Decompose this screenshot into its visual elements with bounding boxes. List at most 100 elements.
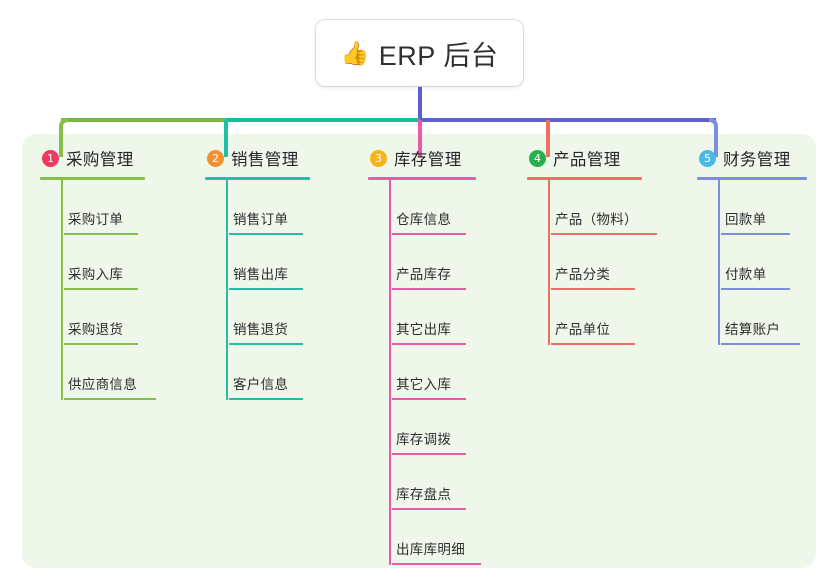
- list-item-label: 销售退货: [233, 322, 289, 337]
- column-items-5: 回款单付款单结算账户: [697, 180, 807, 345]
- list-item-label: 供应商信息: [68, 377, 137, 392]
- list-item[interactable]: 采购入库: [40, 235, 145, 290]
- list-item-label: 库存盘点: [396, 487, 452, 502]
- list-item-underline: [392, 288, 466, 290]
- list-item[interactable]: 产品分类: [527, 235, 642, 290]
- list-item-label: 采购入库: [68, 267, 124, 282]
- list-item-underline: [392, 343, 466, 345]
- list-item-underline: [392, 233, 466, 235]
- list-item-underline: [229, 398, 303, 400]
- list-item[interactable]: 产品库存: [368, 235, 476, 290]
- column-title-3: 库存管理: [394, 151, 462, 169]
- list-item-underline: [64, 398, 156, 400]
- list-item[interactable]: 产品（物料）: [527, 180, 657, 235]
- column-underline-2: [205, 177, 310, 180]
- list-item[interactable]: 库存盘点: [368, 455, 476, 510]
- list-item-underline: [229, 288, 303, 290]
- list-item-underline: [721, 288, 790, 290]
- list-item[interactable]: 销售出库: [205, 235, 310, 290]
- list-item-label: 结算账户: [725, 322, 781, 337]
- list-item-underline: [392, 398, 466, 400]
- column-stem-4: [548, 180, 550, 345]
- list-item[interactable]: 采购退货: [40, 290, 145, 345]
- list-item-underline: [551, 343, 635, 345]
- column-stem-2: [226, 180, 228, 400]
- list-item[interactable]: 销售退货: [205, 290, 310, 345]
- list-item-label: 产品分类: [555, 267, 611, 282]
- column-stem-1: [61, 180, 63, 400]
- column-3: 3 库存管理仓库信息产品库存其它出库其它入库库存调拨库存盘点出库库明细: [368, 146, 481, 565]
- list-item-underline: [64, 288, 138, 290]
- list-item-underline: [64, 343, 138, 345]
- list-item-label: 其它出库: [396, 322, 452, 337]
- list-item[interactable]: 出库库明细: [368, 510, 481, 565]
- column-badge-2: 2: [207, 149, 224, 167]
- list-item[interactable]: 其它出库: [368, 290, 476, 345]
- list-item-label: 回款单: [725, 212, 767, 227]
- list-item-underline: [392, 563, 481, 565]
- column-items-2: 销售订单销售出库销售退货客户信息: [205, 180, 310, 400]
- list-item-underline: [551, 233, 657, 235]
- column-badge-3: 3: [370, 149, 387, 167]
- list-item-underline: [551, 288, 635, 290]
- root-title: 👍 ERP 后台: [341, 34, 499, 73]
- root-title-text: ERP 后台: [378, 40, 499, 71]
- list-item-label: 采购退货: [68, 322, 124, 337]
- list-item-label: 客户信息: [233, 377, 289, 392]
- column-items-3: 仓库信息产品库存其它出库其它入库库存调拨库存盘点出库库明细: [368, 180, 481, 565]
- list-item-underline: [229, 343, 303, 345]
- list-item-label: 销售出库: [233, 267, 289, 282]
- list-item-underline: [721, 343, 800, 345]
- column-header-3[interactable]: 3 库存管理: [368, 146, 476, 170]
- list-item-label: 仓库信息: [396, 212, 452, 227]
- list-item-underline: [721, 233, 790, 235]
- list-item-label: 其它入库: [396, 377, 452, 392]
- column-stem-5: [718, 180, 720, 345]
- list-item[interactable]: 付款单: [697, 235, 807, 290]
- list-item[interactable]: 库存调拨: [368, 400, 476, 455]
- list-item-label: 产品单位: [555, 322, 611, 337]
- column-header-1[interactable]: 1 采购管理: [40, 146, 145, 170]
- column-underline-4: [527, 177, 642, 180]
- column-badge-1: 1: [42, 149, 59, 167]
- column-items-1: 采购订单采购入库采购退货供应商信息: [40, 180, 156, 400]
- column-badge-5: 5: [699, 149, 716, 167]
- column-badge-4: 4: [529, 149, 546, 167]
- list-item-label: 产品库存: [396, 267, 452, 282]
- column-underline-1: [40, 177, 145, 180]
- list-item-label: 付款单: [725, 267, 767, 282]
- root-node[interactable]: 👍 ERP 后台: [316, 20, 523, 86]
- list-item[interactable]: 其它入库: [368, 345, 476, 400]
- column-1: 1 采购管理采购订单采购入库采购退货供应商信息: [40, 146, 156, 400]
- list-item-label: 产品（物料）: [555, 212, 638, 227]
- list-item[interactable]: 回款单: [697, 180, 807, 235]
- list-item-label: 采购订单: [68, 212, 124, 227]
- list-item[interactable]: 产品单位: [527, 290, 642, 345]
- column-title-1: 采购管理: [66, 151, 134, 169]
- list-item[interactable]: 供应商信息: [40, 345, 156, 400]
- list-item-underline: [229, 233, 303, 235]
- column-underline-3: [368, 177, 476, 180]
- background-panel: [22, 134, 816, 568]
- list-item-underline: [392, 453, 466, 455]
- list-item-label: 库存调拨: [396, 432, 452, 447]
- list-item[interactable]: 仓库信息: [368, 180, 476, 235]
- list-item[interactable]: 客户信息: [205, 345, 310, 400]
- column-items-4: 产品（物料） 产品分类产品单位: [527, 180, 657, 345]
- column-underline-5: [697, 177, 807, 180]
- list-item-label: 销售订单: [233, 212, 289, 227]
- list-item[interactable]: 结算账户: [697, 290, 807, 345]
- column-stem-3: [389, 180, 391, 565]
- list-item[interactable]: 采购订单: [40, 180, 145, 235]
- list-item-underline: [64, 233, 138, 235]
- list-item-underline: [392, 508, 466, 510]
- thumbs-up-icon: 👍: [340, 39, 370, 66]
- list-item[interactable]: 销售订单: [205, 180, 310, 235]
